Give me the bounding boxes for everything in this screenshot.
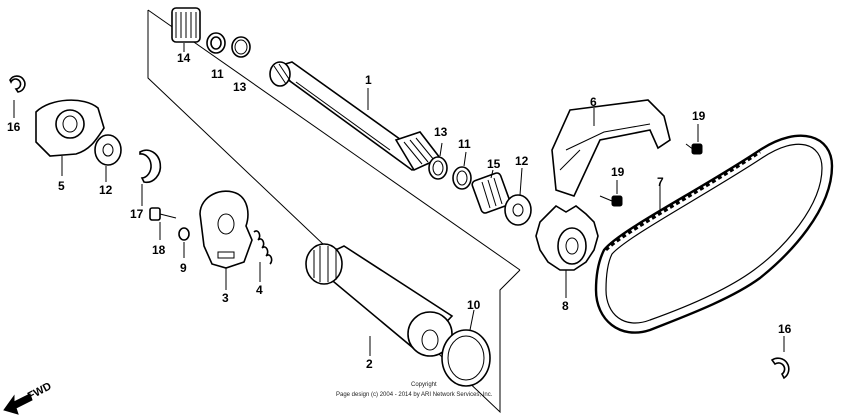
label-8: 8	[562, 299, 569, 313]
part-12-washer-left[interactable]	[94, 134, 122, 166]
label-15: 15	[487, 157, 501, 171]
part-11-circlip-mid[interactable]	[452, 166, 472, 190]
part-12-washer-mid[interactable]	[504, 194, 532, 226]
fwd-label: FWD	[26, 380, 54, 402]
part-5-collar[interactable]	[35, 99, 105, 157]
label-11-top: 11	[211, 67, 224, 81]
part-9-washer-small[interactable]	[178, 227, 190, 241]
part-14-needle-bearing[interactable]	[171, 7, 201, 43]
part-10-o-ring[interactable]	[441, 329, 491, 387]
fwd-arrow-icon	[3, 393, 33, 415]
label-2: 2	[366, 357, 373, 371]
label-19-mid: 19	[611, 165, 625, 179]
label-6: 6	[590, 95, 597, 109]
label-12-left: 12	[99, 183, 113, 197]
part-19-bolt-top[interactable]	[685, 143, 703, 155]
part-16-clip-left[interactable]	[9, 75, 26, 93]
label-14: 14	[177, 51, 191, 65]
label-5: 5	[58, 179, 65, 193]
assembly-frame-top	[147, 9, 521, 271]
part-8-sprocket[interactable]	[535, 204, 599, 271]
label-7: 7	[657, 175, 664, 189]
part-18-bolt[interactable]	[149, 207, 177, 221]
part-16-clip-right[interactable]	[770, 357, 790, 380]
part-4-spring[interactable]	[253, 230, 273, 265]
label-1: 1	[365, 73, 372, 87]
label-3: 3	[222, 291, 229, 305]
label-4: 4	[256, 283, 263, 297]
part-13-circlip-top[interactable]	[231, 36, 251, 58]
part-17-snap-ring[interactable]	[139, 149, 162, 184]
part-1-shaft[interactable]	[269, 61, 442, 172]
part-3-plate[interactable]	[199, 190, 253, 269]
label-13-top: 13	[233, 80, 247, 94]
fwd-direction-indicator: FWD	[3, 380, 54, 415]
part-13-circlip-mid[interactable]	[428, 156, 448, 180]
label-12-mid: 12	[515, 154, 529, 168]
part-6-chain-guide[interactable]	[551, 99, 671, 197]
label-16-left: 16	[7, 120, 21, 134]
assembly-frame	[147, 10, 521, 414]
part-15-needle-bearing[interactable]	[471, 172, 511, 214]
part-11-circlip-top[interactable]	[206, 32, 226, 54]
part-2-sleeve[interactable]	[305, 243, 454, 357]
part-19-bolt-mid[interactable]	[599, 195, 623, 207]
label-11-mid: 11	[458, 137, 471, 151]
label-18: 18	[152, 243, 166, 257]
copyright-line-2: Page design (c) 2004 - 2014 by ARI Netwo…	[336, 392, 493, 398]
label-9: 9	[180, 261, 187, 275]
label-10: 10	[467, 298, 481, 312]
part-7-chain[interactable]	[594, 134, 834, 334]
label-16-right: 16	[778, 322, 792, 336]
label-13-mid: 13	[434, 125, 448, 139]
copyright-line-1: Copyright	[411, 382, 437, 388]
label-17: 17	[130, 207, 144, 221]
label-19-top: 19	[692, 109, 706, 123]
